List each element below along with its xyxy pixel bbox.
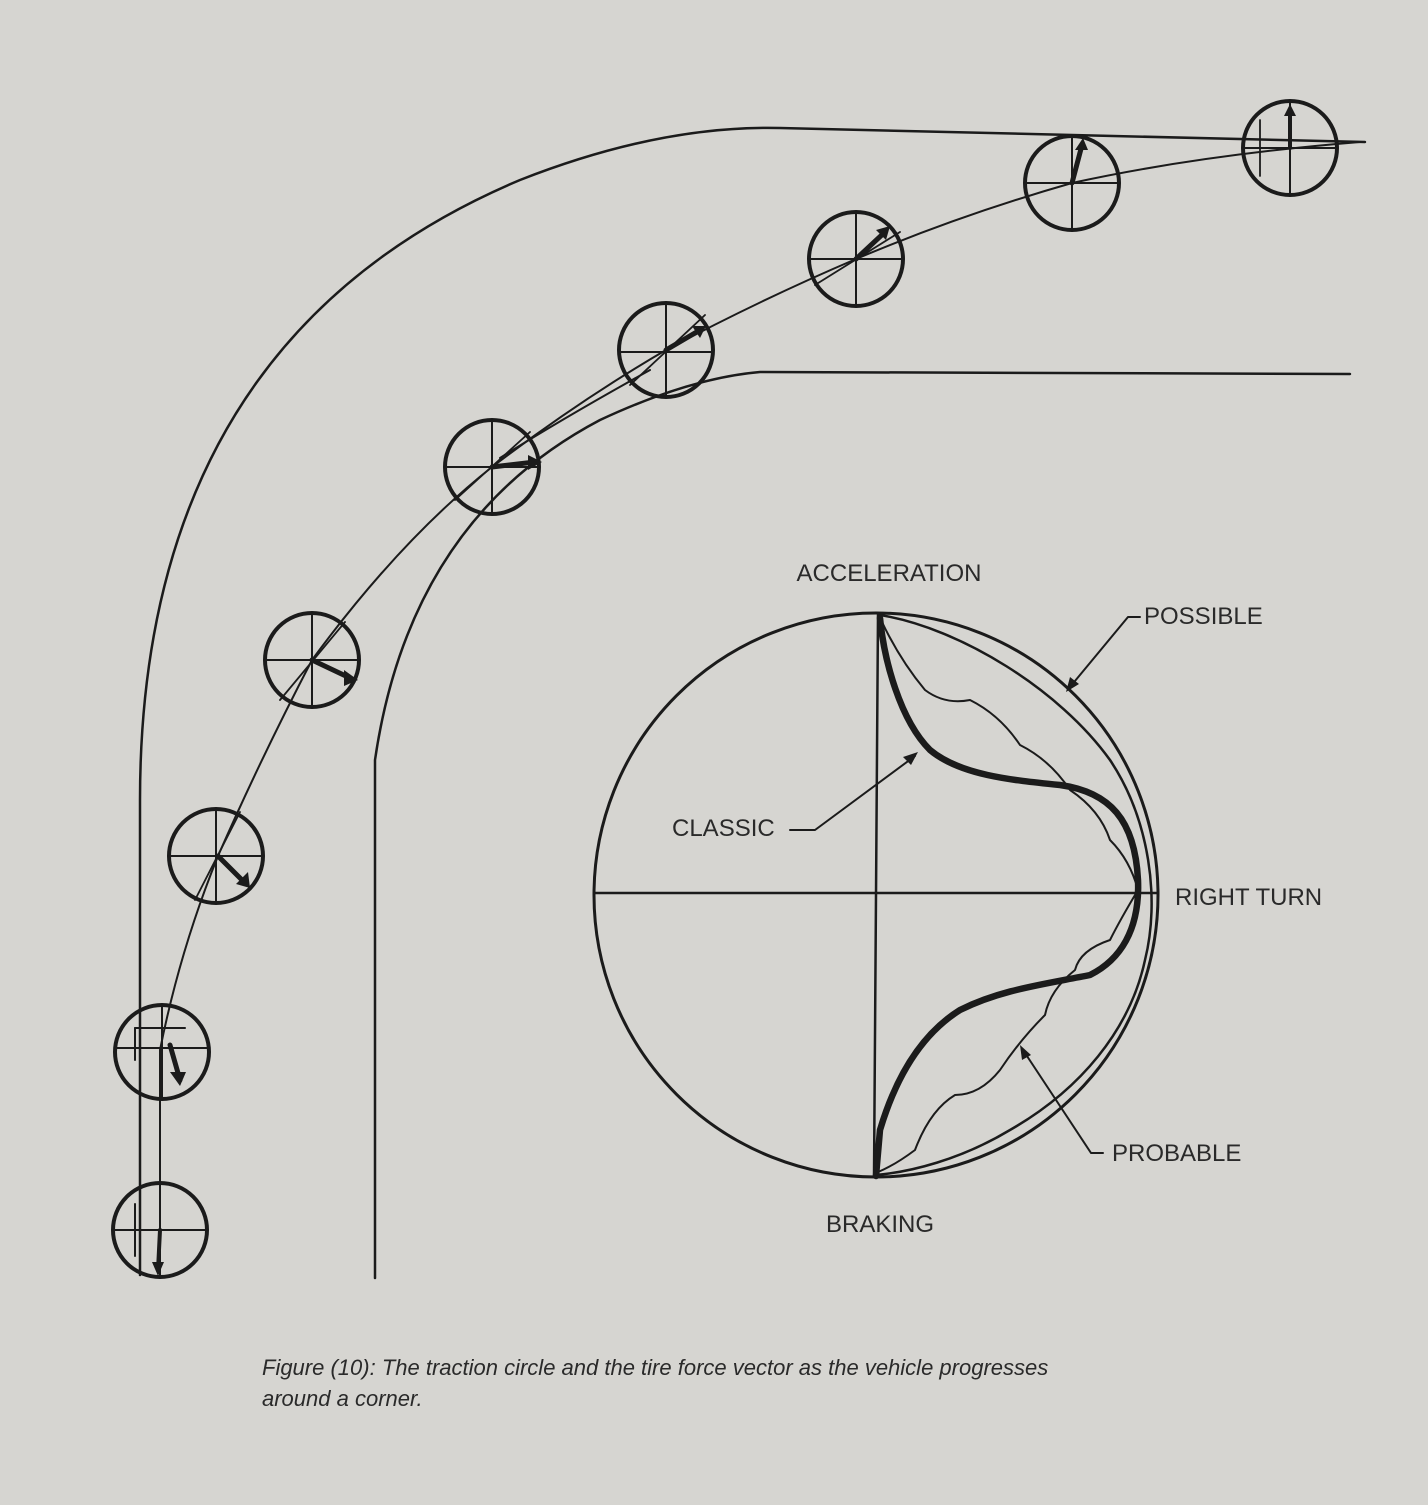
possible-curve [874, 613, 1153, 1177]
classic-leader [789, 755, 916, 831]
label-right-turn: RIGHT TURN [1175, 884, 1322, 911]
road-outer-edge [138, 126, 1367, 1277]
road-inner-edge [373, 370, 1352, 1280]
label-braking: BRAKING [826, 1211, 934, 1238]
traction-circle-8 [1023, 134, 1121, 232]
traction-circle-2 [113, 1003, 211, 1101]
classic-curve [872, 614, 1142, 1180]
traction-circle-6 [617, 301, 715, 399]
vehicle-path-edge [159, 369, 651, 1231]
label-acceleration: ACCELERATION [797, 560, 982, 587]
traction-circle-4 [263, 611, 361, 709]
probable-curve [877, 621, 1139, 1173]
label-classic: CLASSIC [672, 815, 775, 842]
traction-circle-1 [111, 1181, 209, 1279]
label-probable: PROBABLE [1112, 1140, 1241, 1167]
caption-line-2: around a corner. [262, 1386, 423, 1411]
figure-caption: Figure (10): The traction circle and the… [262, 1352, 1262, 1414]
vehicle-path [159, 141, 1361, 1231]
possible-leader [1069, 616, 1141, 688]
probable-leader [1022, 1049, 1104, 1154]
label-possible: POSSIBLE [1144, 603, 1263, 630]
traction-circle-5 [443, 418, 542, 516]
traction-circle-3 [167, 807, 265, 905]
large-traction-circle [592, 611, 1160, 1179]
caption-line-1: Figure (10): The traction circle and the… [262, 1355, 1049, 1380]
traction-circle-7 [807, 210, 905, 308]
traction-circle-9 [1241, 99, 1339, 197]
